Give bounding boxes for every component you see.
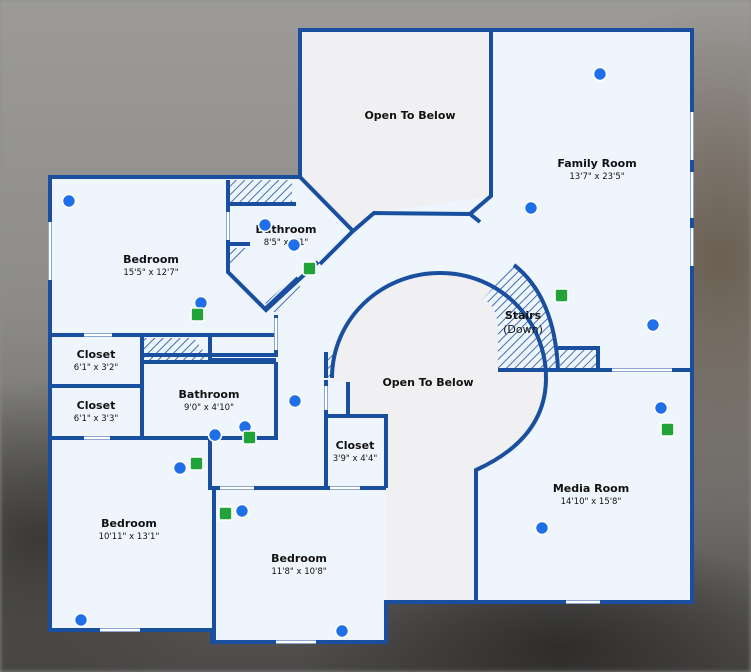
room-dims: 10'11" x 13'1"	[99, 532, 160, 542]
room-name: Closet	[77, 348, 116, 361]
viewpoint-marker[interactable]	[645, 317, 661, 333]
room-dims: 8'5" x 9'1"	[264, 238, 309, 248]
room-name: Open To Below	[382, 376, 473, 389]
room-bedroom-lower-center: Bedroom 11'8" x 10'8"	[271, 552, 327, 577]
room-stairs: Stairs (Down)	[503, 309, 543, 336]
walls	[48, 28, 694, 644]
room-dims: 11'8" x 10'8"	[271, 567, 326, 577]
room-media-room: Media Room 14'10" x 15'8"	[553, 482, 629, 507]
viewpoint-marker[interactable]	[257, 217, 273, 233]
viewpoint-marker[interactable]	[287, 393, 303, 409]
viewpoint-marker[interactable]	[73, 612, 89, 628]
room-name: Bedroom	[271, 552, 327, 565]
room-dims: 15'5" x 12'7"	[123, 268, 178, 278]
room-open-to-below-center: Open To Below	[382, 376, 473, 389]
room-name: Bedroom	[123, 253, 179, 266]
room-name: Open To Below	[364, 109, 455, 122]
view-markers[interactable]	[61, 66, 675, 639]
camera-marker[interactable]	[218, 506, 233, 521]
viewpoint-marker[interactable]	[534, 520, 550, 536]
room-labels: Open To Below Family Room 13'7" x 23'5" …	[74, 109, 637, 577]
viewpoint-marker[interactable]	[523, 200, 539, 216]
room-name: Bedroom	[101, 517, 157, 530]
room-closet-2: Closet 6'1" x 3'3"	[74, 399, 119, 424]
camera-marker[interactable]	[190, 307, 205, 322]
viewpoint-marker[interactable]	[592, 66, 608, 82]
room-closet-3: Closet 3'9" x 4'4"	[333, 439, 378, 464]
viewpoint-marker[interactable]	[172, 460, 188, 476]
room-name: Closet	[336, 439, 375, 452]
room-open-to-below-top: Open To Below	[364, 109, 455, 122]
room-dims: 3'9" x 4'4"	[333, 454, 378, 464]
room-closet-1: Closet 6'1" x 3'2"	[74, 348, 119, 373]
camera-marker[interactable]	[189, 456, 204, 471]
camera-marker[interactable]	[554, 288, 569, 303]
viewpoint-marker[interactable]	[61, 193, 77, 209]
room-name: Media Room	[553, 482, 629, 495]
viewpoint-marker[interactable]	[207, 427, 223, 443]
room-bathroom-lower: Bathroom 9'0" x 4'10"	[179, 388, 240, 413]
camera-marker[interactable]	[660, 422, 675, 437]
room-dims: 6'1" x 3'2"	[74, 363, 119, 373]
viewpoint-marker[interactable]	[286, 237, 302, 253]
room-name: Family Room	[557, 157, 636, 170]
openings	[48, 112, 694, 644]
room-bedroom-upper: Bedroom 15'5" x 12'7"	[123, 253, 179, 278]
camera-marker[interactable]	[242, 430, 257, 445]
room-dims: 6'1" x 3'3"	[74, 414, 119, 424]
viewpoint-marker[interactable]	[653, 400, 669, 416]
room-dims: 9'0" x 4'10"	[184, 403, 234, 413]
viewpoint-marker[interactable]	[334, 623, 350, 639]
room-family-room: Family Room 13'7" x 23'5"	[557, 157, 636, 182]
room-name: Closet	[77, 399, 116, 412]
room-bedroom-lower-left: Bedroom 10'11" x 13'1"	[99, 517, 160, 542]
camera-marker[interactable]	[302, 261, 317, 276]
room-dims: 14'10" x 15'8"	[561, 497, 622, 507]
room-dims: 13'7" x 23'5"	[569, 172, 624, 182]
room-name: Stairs	[505, 309, 542, 322]
viewpoint-marker[interactable]	[234, 503, 250, 519]
room-name: Bathroom	[179, 388, 240, 401]
room-dims: (Down)	[503, 323, 543, 336]
